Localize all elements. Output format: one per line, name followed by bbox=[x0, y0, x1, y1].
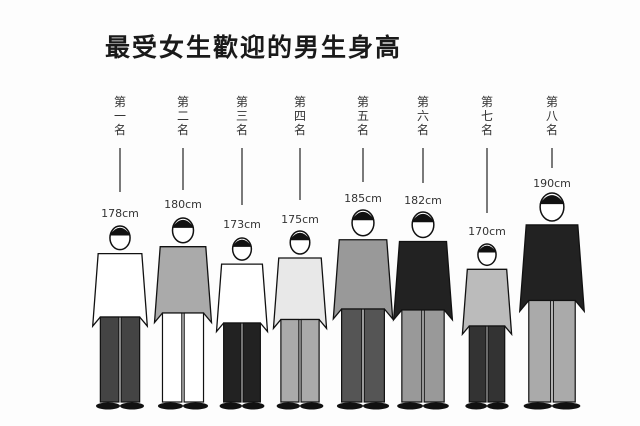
hair bbox=[539, 195, 565, 205]
hair bbox=[232, 239, 252, 247]
left-shoe bbox=[523, 402, 552, 410]
left-shoe bbox=[465, 402, 487, 410]
rank-label: 第四名 bbox=[293, 95, 306, 137]
rank-label: 第六名 bbox=[416, 95, 429, 137]
rank-label: 第三名 bbox=[235, 95, 248, 137]
left-shoe bbox=[95, 402, 120, 410]
left-shoe bbox=[336, 402, 363, 410]
shirt bbox=[332, 239, 394, 321]
hair bbox=[171, 219, 195, 228]
height-label: 173cm bbox=[223, 218, 261, 231]
right-leg bbox=[120, 316, 141, 403]
left-shoe bbox=[276, 402, 300, 410]
right-shoe bbox=[423, 402, 449, 410]
left-leg bbox=[341, 308, 363, 403]
hair bbox=[411, 213, 435, 223]
hair bbox=[109, 227, 131, 236]
right-shoe bbox=[242, 402, 265, 410]
right-shoe bbox=[487, 402, 509, 410]
rank-label: 第八名 bbox=[545, 95, 558, 137]
right-shoe bbox=[183, 402, 209, 410]
right-leg bbox=[183, 312, 205, 403]
hair bbox=[351, 211, 375, 221]
right-leg bbox=[487, 325, 506, 403]
height-label: 178cm bbox=[101, 207, 139, 220]
rank-label: 第五名 bbox=[356, 95, 369, 137]
right-leg bbox=[300, 318, 320, 403]
hair bbox=[477, 245, 497, 253]
left-leg bbox=[223, 322, 242, 403]
right-leg bbox=[552, 299, 576, 403]
left-leg bbox=[161, 312, 183, 403]
height-label: 180cm bbox=[164, 198, 202, 211]
left-leg bbox=[528, 299, 552, 403]
right-leg bbox=[242, 322, 261, 403]
left-leg bbox=[468, 325, 487, 403]
height-label: 185cm bbox=[344, 192, 382, 205]
shirt bbox=[91, 253, 149, 329]
left-leg bbox=[280, 318, 300, 403]
height-label: 182cm bbox=[404, 194, 442, 207]
shirt bbox=[518, 224, 586, 314]
height-label: 175cm bbox=[281, 213, 319, 226]
right-shoe bbox=[363, 402, 390, 410]
right-shoe bbox=[300, 402, 324, 410]
shirt bbox=[392, 240, 454, 322]
right-shoe bbox=[119, 402, 145, 410]
left-leg bbox=[99, 316, 120, 403]
title: 最受女生歡迎的男生身高 bbox=[105, 33, 403, 62]
right-leg bbox=[423, 309, 445, 403]
shirt bbox=[461, 268, 513, 337]
hair bbox=[289, 232, 311, 241]
shirt bbox=[272, 257, 328, 331]
rank-label: 第一名 bbox=[113, 95, 126, 137]
left-shoe bbox=[157, 402, 184, 410]
right-leg bbox=[363, 308, 385, 403]
left-shoe bbox=[219, 402, 242, 410]
rank-label: 第七名 bbox=[480, 95, 493, 137]
right-shoe bbox=[552, 402, 581, 410]
height-label: 190cm bbox=[533, 177, 571, 190]
left-leg bbox=[401, 309, 423, 403]
shirt bbox=[215, 263, 269, 334]
rank-label: 第二名 bbox=[176, 95, 189, 137]
left-shoe bbox=[397, 402, 423, 410]
height-label: 170cm bbox=[468, 225, 506, 238]
shirt bbox=[153, 246, 213, 325]
